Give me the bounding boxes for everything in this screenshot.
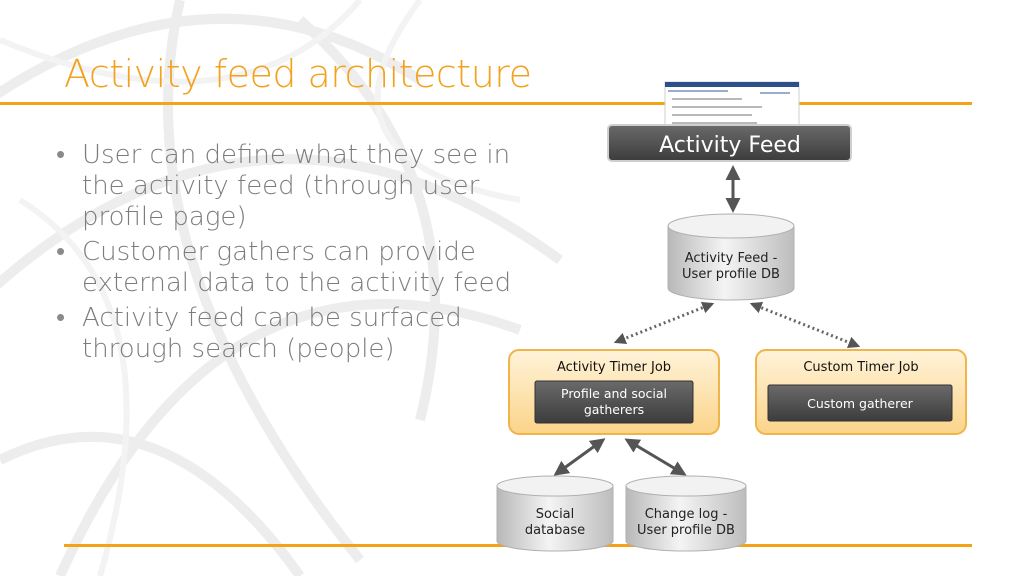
- custom-timer-job-inner: Custom gatherer: [807, 396, 914, 411]
- db-custom-timer-arrow: [749, 301, 861, 349]
- activity-timer-job-inner-line2: gatherers: [584, 402, 644, 417]
- bullet-list: User can define what they see in the act…: [56, 140, 526, 369]
- changelog-database: Change log - User profile DB: [625, 475, 747, 552]
- activity-feed-box: Activity Feed: [607, 124, 852, 162]
- custom-timer-job-box: Custom Timer Job Custom gatherer: [755, 349, 967, 435]
- timer-changelog-arrow: [624, 438, 687, 476]
- bullet-item: Customer gathers can provide external da…: [56, 237, 526, 299]
- slide-title: Activity feed architecture: [64, 52, 532, 96]
- activity-timer-job-inner-line1: Profile and social: [561, 386, 667, 401]
- activity-feed-db: Activity Feed - User profile DB: [667, 213, 795, 301]
- bullet-item: User can define what they see in the act…: [56, 140, 526, 233]
- activity-timer-job-box: Activity Timer Job Profile and social ga…: [508, 349, 720, 435]
- activity-feed-db-label-line1: Activity Feed -: [685, 251, 778, 266]
- activity-timer-job-title: Activity Timer Job: [557, 360, 671, 375]
- changelog-database-label-line1: Change log -: [645, 507, 728, 522]
- social-database-label-line2: database: [525, 523, 585, 538]
- bullet-item: Activity feed can be surfaced through se…: [56, 303, 526, 365]
- social-database-label-line1: Social: [536, 507, 575, 522]
- changelog-database-label-line2: User profile DB: [637, 523, 735, 538]
- activity-feed-db-label-line2: User profile DB: [682, 267, 780, 282]
- social-database: Social database: [496, 475, 614, 552]
- custom-timer-job-title: Custom Timer Job: [803, 360, 918, 375]
- timer-social-arrow: [553, 438, 606, 476]
- db-activity-timer-arrow: [613, 301, 715, 345]
- activity-feed-label: Activity Feed: [659, 133, 801, 158]
- title-divider: [0, 102, 972, 105]
